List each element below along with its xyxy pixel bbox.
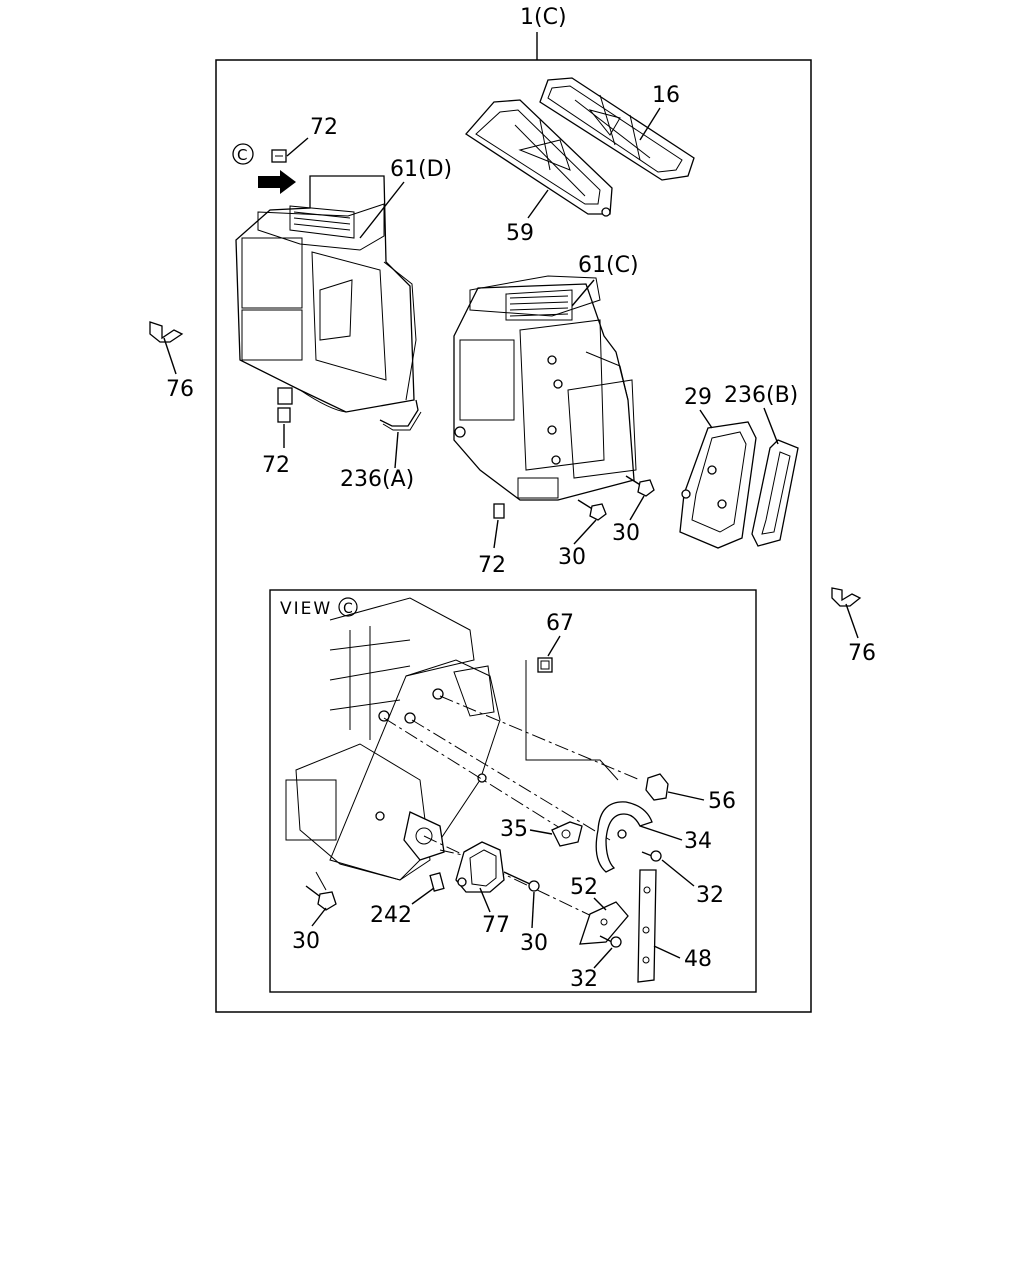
svg-text:C: C	[343, 601, 353, 617]
leader-242	[411, 887, 435, 905]
leader-72-top	[286, 137, 309, 157]
clip-72-top	[271, 149, 287, 163]
align-line-56	[439, 695, 641, 781]
view-arrow	[258, 170, 296, 194]
bracket-76-right	[831, 587, 862, 607]
callout-1c: 1(C)	[520, 5, 567, 30]
screw-30-b	[625, 475, 655, 497]
callout-236b: 236(B)	[724, 383, 798, 408]
callout-72-top: 72	[310, 115, 338, 140]
callout-32-a: 32	[696, 883, 724, 908]
assembly-frame	[215, 59, 812, 1013]
callout-30-b: 30	[612, 521, 640, 546]
clip-242	[429, 872, 445, 892]
callout-72-mid: 72	[262, 453, 290, 478]
callout-76-left: 76	[166, 377, 194, 402]
callout-30-c: 30	[520, 931, 548, 956]
leader-56	[667, 791, 705, 801]
view-marker-c: C	[338, 597, 358, 617]
align-line-35	[383, 717, 561, 829]
clip-72-low	[493, 503, 505, 519]
align-line-34	[411, 719, 611, 841]
leader-61c	[571, 279, 595, 307]
align-line-52	[423, 835, 601, 921]
leader-30-d-case	[315, 871, 327, 891]
leader-16	[639, 107, 661, 141]
leader-236a	[394, 431, 399, 469]
link-34	[595, 801, 653, 873]
leader-34	[639, 825, 683, 841]
seal-236b	[751, 439, 799, 547]
screw-30-d	[305, 885, 337, 911]
callout-35: 35	[500, 817, 528, 842]
heater-case-61d	[235, 175, 417, 413]
callout-61d: 61(D)	[390, 157, 452, 182]
callout-30-d: 30	[292, 929, 320, 954]
leader-35	[529, 829, 553, 835]
leader-67-path	[525, 660, 619, 781]
link-52	[579, 901, 629, 945]
arm-48	[637, 869, 657, 983]
callout-77: 77	[482, 913, 510, 938]
view-label: VIEW	[280, 599, 332, 619]
leader-76-right	[845, 603, 859, 639]
leader-29	[699, 409, 713, 429]
callout-242: 242	[370, 903, 412, 928]
leader-59	[527, 189, 549, 219]
callout-34: 34	[684, 829, 712, 854]
callout-67: 67	[546, 611, 574, 636]
clip-56	[645, 773, 669, 801]
leader-30-d	[311, 907, 327, 927]
leader-30-b	[629, 495, 645, 521]
callout-61c: 61(C)	[578, 253, 639, 278]
leader-32-b	[593, 947, 613, 969]
lever-35	[551, 821, 583, 847]
view-case-body	[285, 597, 501, 881]
screw-32-b	[599, 935, 622, 948]
callout-59: 59	[506, 221, 534, 246]
callout-52: 52	[570, 875, 598, 900]
leader-30-a	[573, 519, 597, 545]
bracket-76-left	[149, 321, 184, 343]
leader-76-left	[163, 337, 177, 375]
callout-30-a: 30	[558, 545, 586, 570]
heater-case-61c	[453, 275, 637, 501]
leader-32-a	[661, 859, 695, 887]
callout-56: 56	[708, 789, 736, 814]
callout-32-b: 32	[570, 967, 598, 992]
screw-30-a	[577, 499, 607, 521]
clip-67	[537, 657, 553, 673]
callout-29: 29	[684, 385, 712, 410]
callout-72-low: 72	[478, 553, 506, 578]
clip-72-mid	[277, 407, 291, 423]
section-marker-c: C	[232, 143, 254, 165]
filter-frame-16	[539, 77, 695, 181]
leader-77	[479, 887, 491, 913]
screw-30-c	[503, 871, 540, 892]
callout-236a: 236(A)	[340, 467, 414, 492]
callout-76-right: 76	[848, 641, 876, 666]
screw-32-a	[641, 850, 662, 862]
svg-text:C: C	[237, 146, 247, 164]
seal-236a	[379, 399, 422, 431]
leader-30-c	[531, 891, 535, 929]
leader-67	[547, 635, 561, 657]
leader-236b	[763, 407, 779, 445]
leader-52	[593, 897, 607, 911]
filter-cover-29	[679, 421, 757, 549]
callout-16: 16	[652, 83, 680, 108]
filter-frame-59	[465, 99, 613, 217]
leader-48	[653, 945, 681, 959]
view-c-frame	[269, 589, 757, 993]
callout-48: 48	[684, 947, 712, 972]
actuator-77	[455, 841, 505, 893]
leader-72-low	[493, 519, 499, 549]
leader-61d	[359, 181, 405, 239]
